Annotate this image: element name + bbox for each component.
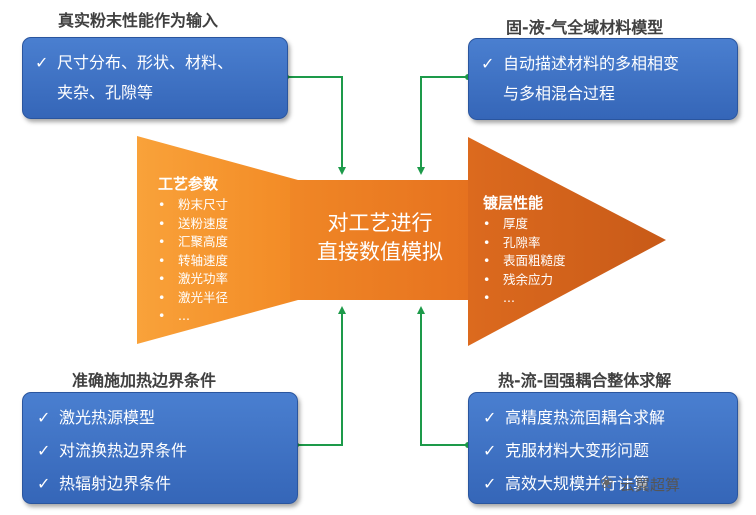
top-left-header: 真实粉末性能作为输入 xyxy=(58,11,219,30)
process-param-item: •... xyxy=(158,308,190,323)
bottom-left-line: ✓ 热辐射边界条件 xyxy=(35,467,297,500)
center-line-2: 直接数值模拟 xyxy=(317,240,443,264)
process-params-block: 工艺参数 •粉末尺寸 •送粉速度 •汇聚高度 •转轴速度 •激光功率 •激光半径… xyxy=(158,173,228,326)
coating-prop-item: •表面粗糙度 xyxy=(483,253,566,268)
check-icon: ✓ xyxy=(483,441,497,460)
bottom-right-line: ✓ 高效大规模并行计算 xyxy=(481,467,737,500)
bottom-left-box: ✓ 激光热源模型 ✓ 对流换热边界条件 ✓ 热辐射边界条件 xyxy=(22,392,298,504)
connector-bottom-right xyxy=(417,306,468,446)
wechat-icon: ❀ xyxy=(600,473,614,492)
bottom-left-line: ✓ 对流换热边界条件 xyxy=(35,434,297,467)
top-right-line: 与多相混合过程 xyxy=(503,84,616,103)
process-param-item: •激光功率 xyxy=(158,271,229,286)
process-param-item: •转轴速度 xyxy=(158,252,229,268)
bottom-right-header: 热-流-固强耦合整体求解 xyxy=(498,371,672,390)
process-param-item: •送粉速度 xyxy=(158,215,229,231)
check-icon: ✓ xyxy=(37,408,51,427)
process-params-title: 工艺参数 xyxy=(158,175,219,193)
check-icon: ✓ xyxy=(483,474,497,493)
coating-props-title: 镀层性能 xyxy=(483,194,544,212)
check-icon: ✓ xyxy=(35,53,49,72)
center-block xyxy=(290,180,470,300)
center-line-1: 对工艺进行 xyxy=(327,211,433,235)
top-right-line: ✓ 自动描述材料的多相相变 xyxy=(479,49,737,79)
top-left-line: ✓ 尺寸分布、形状、材料、 xyxy=(33,48,287,78)
center-label: 对工艺进行 直接数值模拟 xyxy=(290,209,470,267)
process-param-item: •粉末尺寸 xyxy=(158,197,229,212)
top-left-line: 夹杂、孔隙等 xyxy=(57,83,154,102)
check-icon: ✓ xyxy=(37,441,51,460)
connector-top-left xyxy=(286,76,346,175)
check-icon: ✓ xyxy=(37,474,51,493)
coating-prop-item: •厚度 xyxy=(483,216,529,231)
connector-top-right xyxy=(417,76,468,175)
connector-bottom-left xyxy=(296,306,346,446)
coating-prop-item: •孔隙率 xyxy=(483,234,541,250)
top-right-header: 固-液-气全域材料模型 xyxy=(506,18,664,37)
bottom-right-box: ✓ 高精度热流固耦合求解 ✓ 克服材料大变形问题 ✓ 高效大规模并行计算 xyxy=(468,392,738,504)
watermark: 云翼超算 xyxy=(620,476,681,494)
bottom-left-line: ✓ 激光热源模型 xyxy=(35,401,297,434)
bottom-right-line: ✓ 克服材料大变形问题 xyxy=(481,434,737,467)
process-param-item: •激光半径 xyxy=(158,289,229,305)
check-icon: ✓ xyxy=(481,54,495,73)
top-right-box: ✓ 自动描述材料的多相相变 与多相混合过程 xyxy=(468,38,738,120)
top-left-box: ✓ 尺寸分布、形状、材料、 夹杂、孔隙等 xyxy=(22,37,288,119)
check-icon: ✓ xyxy=(483,408,497,427)
coating-props-list: •厚度 •孔隙率 •表面粗糙度 •残余应力 •... xyxy=(483,215,566,308)
process-params-list: •粉末尺寸 •送粉速度 •汇聚高度 •转轴速度 •激光功率 •激光半径 •... xyxy=(158,196,228,326)
bottom-left-header: 准确施加热边界条件 xyxy=(72,371,217,390)
coating-props-block: 镀层性能 •厚度 •孔隙率 •表面粗糙度 •残余应力 •... xyxy=(483,192,566,308)
bottom-right-line: ✓ 高精度热流固耦合求解 xyxy=(481,401,737,434)
coating-props-arrow xyxy=(468,137,666,346)
process-params-funnel xyxy=(137,136,298,344)
process-param-item: •汇聚高度 xyxy=(158,234,229,249)
coating-prop-item: •残余应力 xyxy=(483,271,554,287)
coating-prop-item: •... xyxy=(483,290,515,305)
